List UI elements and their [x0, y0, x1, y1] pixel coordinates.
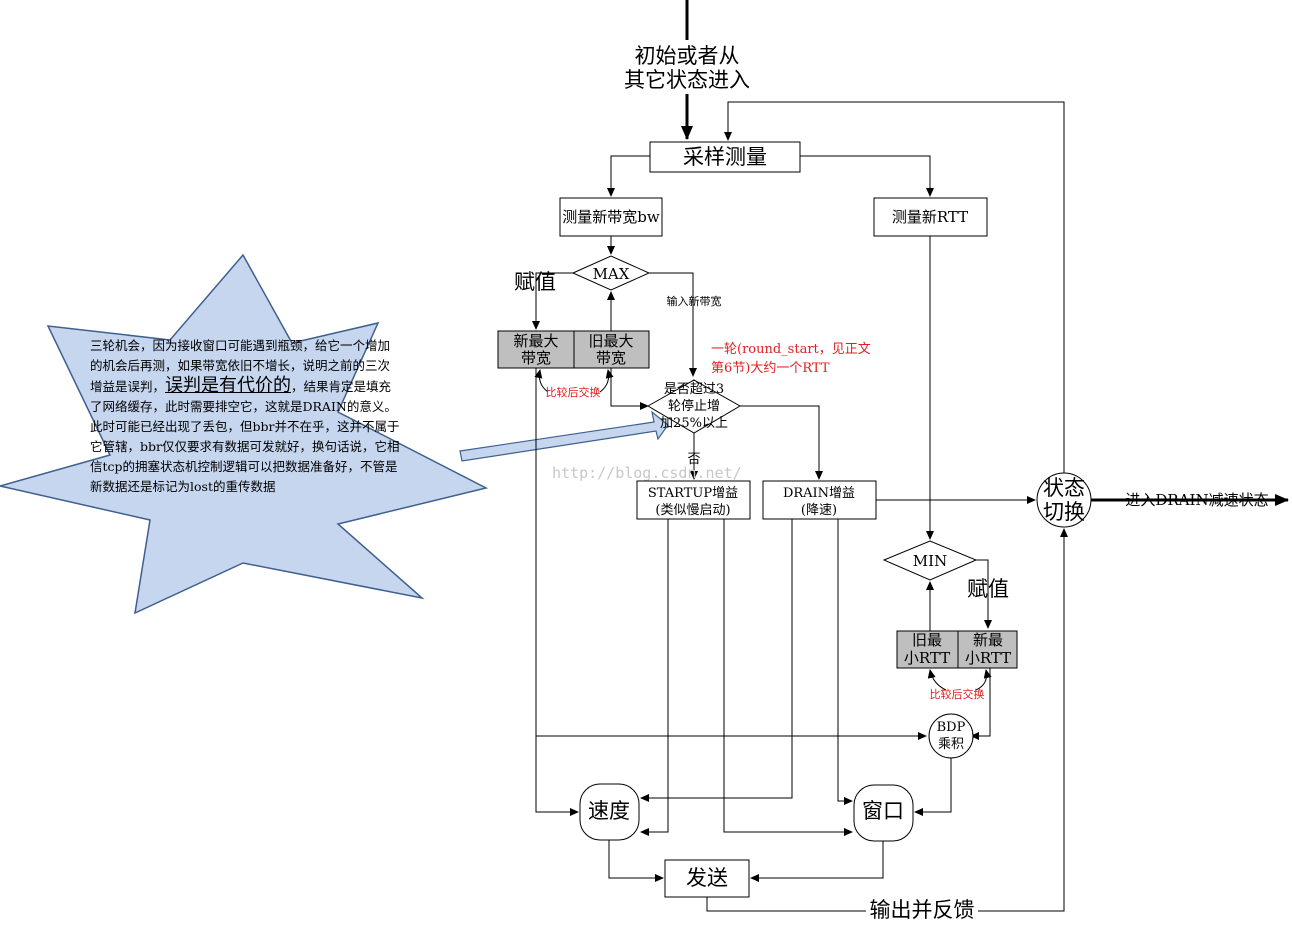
sampling-label: 采样测量	[683, 145, 767, 169]
state-switch-label: 状态	[1043, 476, 1085, 500]
startup-gain-box	[636, 480, 751, 520]
edge-min-assign	[976, 559, 992, 629]
edge-startup-window	[723, 519, 853, 836]
edge-send-feedback	[706, 897, 866, 912]
old-max-bw-label-2: 带宽	[596, 349, 626, 367]
edge-bdp-window	[914, 758, 952, 816]
callout-line3: 此时可能已经出现了丢包，但bbr并不在乎，这并不属于它管辖，bbr仅仅要求有数据…	[90, 419, 400, 494]
enter-drain-label: 进入DRAIN减速状态	[1125, 491, 1268, 509]
callout-pointer-arrow	[459, 410, 669, 462]
startup-gain-label: STARTUP增益	[648, 486, 738, 501]
compare-swap-left-label: 比较后交换	[546, 385, 601, 399]
drain-gain-label: DRAIN增益	[783, 486, 855, 501]
compare-swap-right-label: 比较后交换	[930, 687, 985, 701]
round-note-2: 第6节)大约一个RTT	[711, 361, 830, 376]
decision-label-1: 是否超过3	[664, 382, 724, 397]
edge-rate-send	[608, 840, 664, 882]
new-min-rtt-box	[957, 630, 1018, 669]
no-label: 否	[687, 452, 700, 467]
edge-decision-drain	[740, 405, 823, 480]
edge-max-input	[649, 272, 697, 377]
callout-starburst	[0, 253, 489, 615]
new-min-rtt-label: 新最	[973, 631, 1003, 649]
max-label: MAX	[593, 265, 630, 283]
bdp-label: BDP	[937, 720, 966, 735]
input-new-bw-label: 输入新带宽	[667, 294, 722, 308]
callout-line1: 三轮机会，因为接收窗口可能遇到瓶颈，给它一个增加的机会后再测，如果带宽依旧不增长…	[90, 338, 391, 394]
old-max-bw-box	[573, 330, 650, 369]
send-label: 发送	[686, 866, 728, 890]
old-min-rtt-label-2: 小RTT	[904, 649, 950, 667]
edge-startup-rate	[640, 519, 669, 836]
old-max-bw-label: 旧最大	[588, 332, 633, 350]
edge-sampling-bw	[607, 155, 650, 197]
round-note-1: 一轮(round_start，见正文	[711, 342, 871, 357]
new-max-bw-label: 新最大	[513, 332, 558, 350]
min-label: MIN	[913, 552, 947, 570]
edge-sampling-rtt	[800, 155, 934, 197]
edge-oldmax-decision	[610, 368, 649, 410]
callout-line2: ，结果肯定是填充了网络缓存，此时需要排空它，这就是DRAIN的意义。	[90, 379, 397, 414]
window-label: 窗口	[862, 799, 904, 823]
assign-right-label: 赋值	[967, 577, 1009, 601]
edge-drain-rate	[640, 519, 793, 802]
new-min-rtt-label-2: 小RTT	[965, 649, 1011, 667]
edge-newmax-rate	[535, 368, 579, 816]
loop-back-arrow	[724, 101, 1065, 486]
rate-label: 速度	[588, 799, 630, 823]
new-max-bw-label-2: 带宽	[521, 349, 551, 367]
callout-highlight: 误判是有代价的	[165, 375, 292, 396]
state-switch-label-2: 切换	[1043, 500, 1085, 524]
measure-rtt-label: 测量新RTT	[892, 208, 968, 226]
edge-max-assign	[532, 272, 573, 330]
decision-label-2: 轮停止增	[668, 398, 720, 414]
edge-feedback-switch	[978, 528, 1068, 912]
output-feedback-label: 输出并反馈	[870, 898, 975, 922]
startup-gain-label-2: (类似慢启动)	[655, 502, 730, 518]
measure-bw-label: 测量新带宽bw	[562, 208, 660, 226]
swap-arrow-min-left	[927, 669, 947, 691]
drain-gain-box	[762, 480, 877, 520]
edge-newmin-bdp	[970, 668, 991, 740]
swap-arrow-right	[599, 369, 614, 393]
callout-text: 三轮机会，因为接收窗口可能遇到瓶颈，给它一个增加的机会后再测，如果带宽依旧不增长…	[90, 336, 400, 497]
drain-gain-label-2: (降速)	[801, 503, 837, 518]
decision-label-3: 加25%以上	[660, 416, 728, 431]
entry-label-line2: 其它状态进入	[624, 68, 750, 92]
old-min-rtt-box	[896, 630, 959, 669]
old-min-rtt-label: 旧最	[912, 631, 942, 649]
sampling-box	[649, 141, 801, 173]
bdp-label-2: 乘积	[938, 737, 964, 752]
edge-window-send	[750, 841, 884, 882]
swap-arrow-left	[534, 369, 549, 393]
swap-arrow-min-right	[975, 669, 992, 691]
measure-rtt-box	[873, 197, 988, 237]
assign-left-label: 赋值	[514, 270, 556, 294]
watermark: http://blog.csdn.net/	[552, 464, 742, 482]
entry-label: 初始或者从	[635, 44, 740, 68]
send-box	[664, 859, 750, 898]
edge-drain-window	[837, 519, 853, 805]
